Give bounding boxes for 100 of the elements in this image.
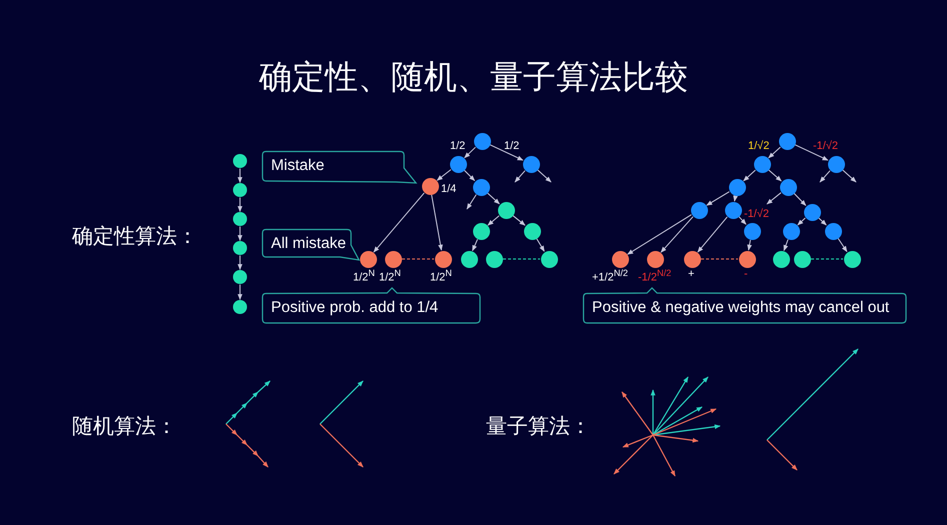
tree-node (684, 250, 700, 268)
arrow (768, 170, 782, 182)
arrow (238, 226, 242, 242)
tree-node (612, 250, 628, 268)
edge-label: 1/2 (504, 140, 520, 152)
arrow (838, 238, 848, 252)
step-circle (233, 300, 247, 314)
tree-node (794, 250, 810, 268)
tree-node (738, 250, 756, 268)
tree-node (772, 250, 790, 268)
arrow (697, 216, 728, 253)
edge-label: 1/√2 (748, 140, 770, 152)
arrow (238, 255, 242, 270)
probability-label: 1/4 (441, 183, 456, 195)
tree-node (472, 178, 490, 196)
tree-node (384, 250, 402, 268)
tree-node (434, 250, 452, 268)
arrow (733, 195, 738, 202)
arrow (536, 238, 545, 252)
probability-label: +1/2$^{N/2}$ (592, 268, 628, 284)
arrow (537, 170, 552, 182)
dashed-line (810, 258, 844, 260)
arrow (766, 192, 782, 204)
arrow (743, 170, 756, 182)
arrow (794, 193, 806, 206)
tree-node (540, 250, 558, 268)
arrow (436, 169, 452, 181)
step-circle (233, 154, 247, 168)
probability-label: 1/2$^{N}$ (430, 268, 452, 284)
arrow (768, 146, 781, 158)
row-label: 量子算法： (486, 414, 591, 440)
arrow (627, 214, 692, 255)
arrow (373, 192, 425, 253)
tree-node (844, 250, 860, 268)
tree-node (486, 250, 502, 268)
arrow (747, 239, 752, 251)
arrow (464, 146, 476, 158)
tree-node (524, 222, 540, 240)
arrow (238, 168, 242, 184)
arrow (706, 191, 730, 206)
arrow (842, 170, 856, 182)
probability-label: 1/2$^{N}$ (379, 268, 401, 284)
tree-node (728, 178, 746, 196)
tree-node (778, 132, 796, 150)
edge-label: -1/√2 (744, 208, 769, 220)
probability-label: 1/2$^{N}$ (353, 268, 375, 284)
dashed-line (502, 258, 540, 260)
probability-label: + (688, 268, 694, 280)
arrow (660, 216, 694, 253)
tree-node (744, 222, 760, 240)
step-circle (233, 212, 247, 226)
callout-box: Positive prob. add to 1/4 (262, 288, 481, 324)
tree-node (824, 222, 842, 240)
tree-node (804, 204, 820, 220)
tree-node (780, 178, 796, 196)
tree-node (782, 222, 800, 240)
arrow (794, 144, 828, 161)
arrow (490, 144, 524, 161)
step-circle (233, 183, 247, 197)
arrow (738, 216, 746, 225)
tree-node (828, 156, 844, 172)
tree-node (474, 132, 490, 150)
tree-node (724, 202, 742, 218)
arrow (466, 194, 477, 210)
arrow (238, 197, 242, 212)
arrow (784, 239, 788, 252)
tree-node (690, 202, 708, 218)
arrow (514, 170, 526, 182)
probability-label: - (744, 268, 748, 280)
dashed-line (402, 258, 434, 260)
title: 确定性、随机、量子算法比较 (258, 57, 689, 97)
tree-node (522, 156, 540, 172)
tree-node (754, 156, 770, 172)
arrow (238, 284, 242, 300)
tree-node (472, 222, 490, 240)
probability-label: -1/2$^{N/2}$ (638, 268, 672, 284)
arrow (431, 194, 443, 251)
step-circle (233, 241, 247, 255)
step-circle (233, 270, 247, 284)
arrow (464, 170, 476, 182)
edge-label: 1/2 (450, 140, 466, 152)
tree-node (646, 250, 664, 268)
tree-node (460, 250, 478, 268)
callout-box: Positive & negative weights may cancel out (583, 288, 907, 324)
tree-node (360, 250, 376, 268)
tree-node (450, 156, 466, 172)
callout-box: All mistake (262, 229, 360, 262)
arrow (820, 170, 830, 182)
arrow (818, 218, 827, 226)
arrow (487, 215, 500, 226)
tree-node (422, 178, 438, 194)
arrow (487, 192, 500, 204)
edge-label: -1/√2 (813, 140, 838, 152)
arrow (797, 218, 806, 226)
dashed-line (700, 258, 738, 260)
arrow (512, 215, 526, 226)
callout-box: Mistake (262, 151, 418, 185)
row-label: 确定性算法： (72, 224, 198, 250)
row-label: 随机算法： (72, 414, 177, 440)
tree-node (498, 202, 514, 218)
